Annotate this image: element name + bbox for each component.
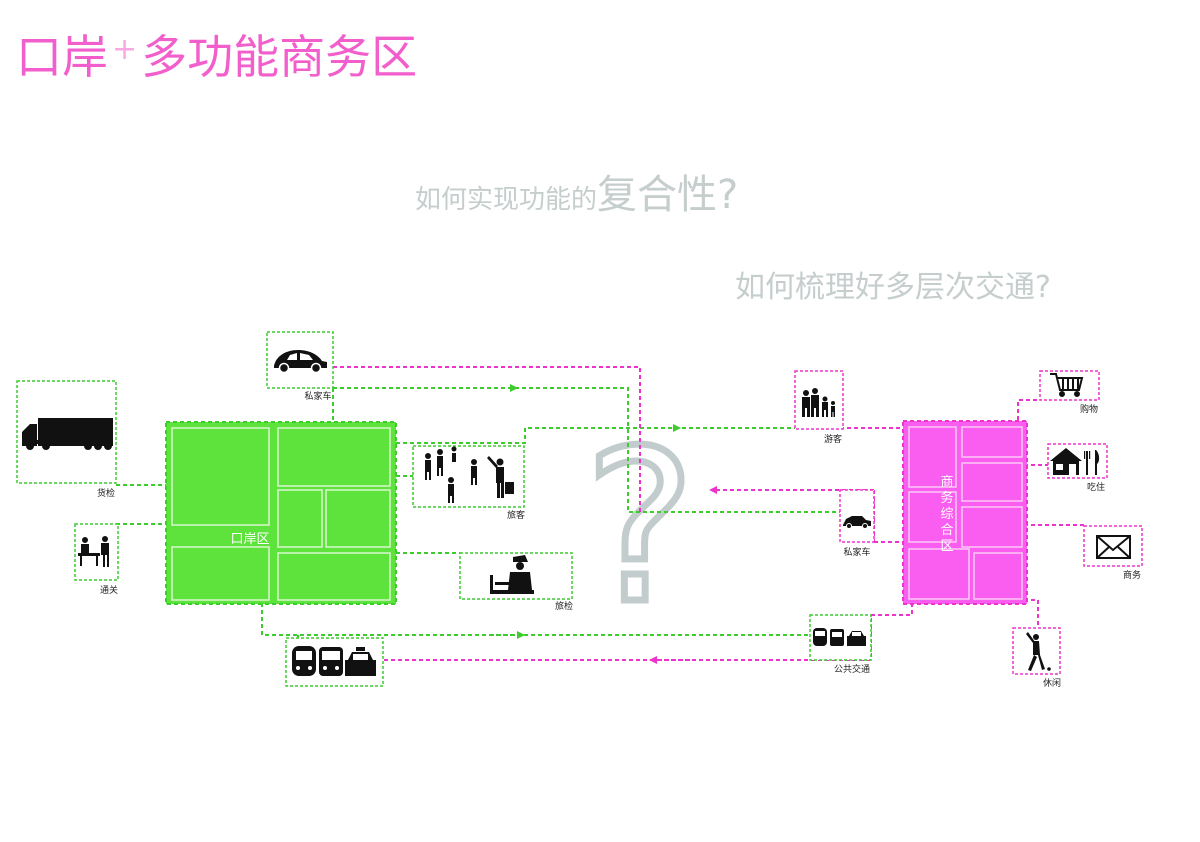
cargo-node: 货检 — [16, 380, 117, 499]
title-part2: 多功能商务区 — [141, 30, 418, 84]
envelope-icon — [1096, 535, 1131, 559]
line-business-leisure — [1024, 599, 1039, 628]
port-zone-block — [165, 421, 397, 605]
travelers-icon — [425, 446, 514, 503]
tourist-node: 游客 — [794, 370, 844, 445]
question-traffic: 如何梳理好多层次交通? — [735, 270, 1051, 305]
shopping-cart-icon — [1050, 373, 1084, 397]
family-icon — [802, 388, 835, 417]
business-zone-block — [902, 420, 1028, 605]
question-mark: ? — [584, 405, 695, 650]
line-port-tourist — [396, 427, 795, 444]
question-complexity-big: 复合性? — [597, 172, 739, 218]
label-customs: 通关 — [100, 584, 118, 596]
business-char-2: 务 — [940, 490, 953, 506]
business-char-1: 商 — [940, 475, 953, 490]
title-part1: 口岸 — [16, 30, 108, 84]
golfer-icon — [1026, 632, 1051, 671]
line-port-transit — [261, 603, 810, 636]
business-char-4: 合 — [940, 523, 953, 538]
house-dining-icon — [1050, 448, 1100, 475]
transit-left-node — [285, 637, 384, 687]
port-zone: 口岸区 — [165, 421, 397, 605]
business-char-5: 区 — [940, 539, 953, 554]
train-bus-taxi-icon — [292, 646, 376, 676]
leisure-node: 休闲 — [1012, 627, 1061, 689]
train-bus-taxi-icon — [813, 628, 866, 646]
label-private-car-right: 私家车 — [843, 546, 870, 558]
customs-officers-icon — [78, 536, 109, 567]
customs-node: 通关 — [74, 523, 119, 596]
truck-icon — [22, 418, 113, 450]
private-car-right-node: 私家车 — [839, 489, 875, 558]
label-passenger-check: 旅检 — [555, 600, 573, 612]
label-business: 商务 — [1123, 569, 1141, 581]
business-zone-grid — [908, 426, 1023, 600]
label-tourist: 游客 — [824, 433, 842, 445]
car-icon — [843, 516, 871, 529]
port-zone-grid — [171, 427, 391, 601]
label-leisure: 休闲 — [1043, 677, 1061, 689]
inspection-node: 旅检 — [459, 552, 573, 612]
inspection-officer-icon — [490, 555, 534, 594]
business-char-3: 综 — [940, 507, 953, 522]
label-traveler: 旅客 — [507, 509, 525, 521]
office-node: 商务 — [1083, 525, 1143, 581]
label-public-transport: 公共交通 — [834, 663, 870, 675]
traveler-node: 旅客 — [412, 445, 525, 521]
business-zone-label: 商 务 综 合 区 — [940, 475, 953, 554]
label-shopping: 购物 — [1080, 403, 1098, 415]
port-zone-label: 口岸区 — [230, 532, 269, 547]
private-car-top-node: 私家车 — [266, 331, 334, 402]
dining-node: 吃住 — [1047, 443, 1108, 493]
question-complexity-small: 如何实现功能的 — [415, 185, 598, 215]
label-private-car-top: 私家车 — [304, 390, 331, 402]
shopping-node: 购物 — [1039, 370, 1100, 415]
line-business-shopping — [1017, 399, 1040, 420]
label-cargo: 货检 — [97, 487, 115, 499]
label-dining: 吃住 — [1087, 481, 1105, 493]
title-plus: + — [112, 32, 138, 67]
car-icon — [274, 350, 327, 374]
question-complexity: 如何实现功能的复合性? — [415, 162, 738, 220]
transit-right-node: 公共交通 — [809, 614, 872, 675]
page-title: 口岸+多功能商务区 — [16, 34, 417, 80]
business-zone: 商 务 综 合 区 — [902, 420, 1028, 605]
